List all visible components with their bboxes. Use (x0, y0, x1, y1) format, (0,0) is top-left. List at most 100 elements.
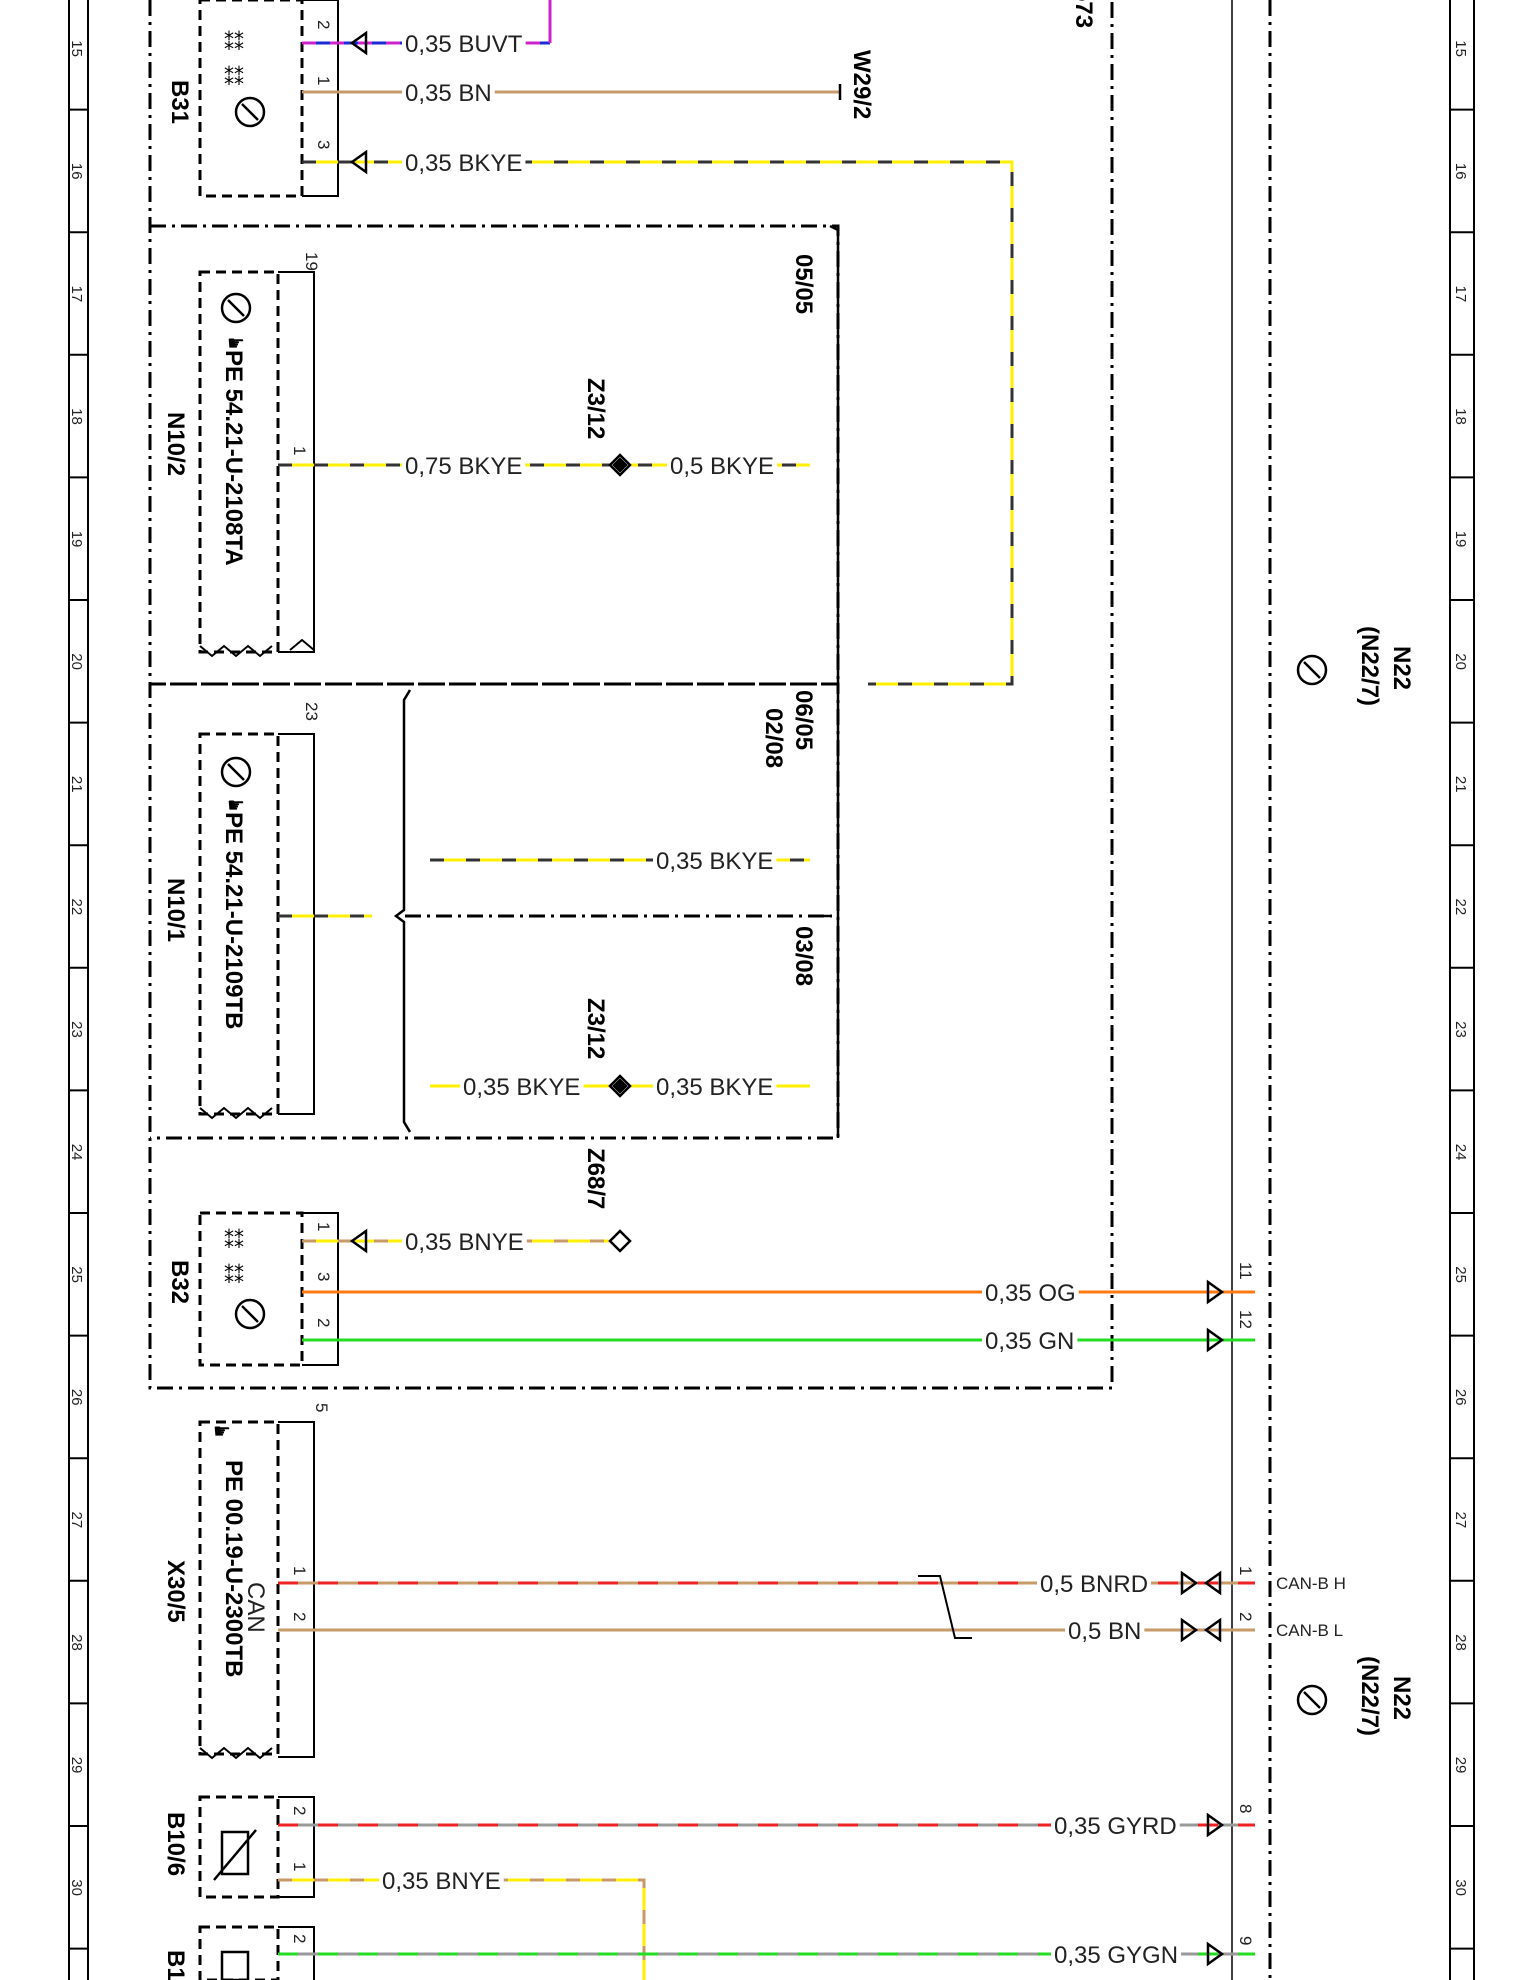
column-number: 18 (1452, 408, 1469, 425)
wire-label: 0,35 BNYE (382, 1868, 501, 1895)
column-number: 20 (1452, 653, 1469, 670)
wire-label: 0,5 BNRD (1040, 1571, 1148, 1598)
column-number: 25 (1452, 1266, 1469, 1283)
ref-02-08: 02/08 (760, 708, 787, 768)
column-number: 30 (68, 1879, 85, 1896)
column-number: 19 (68, 531, 85, 548)
label-can: CAN (242, 1582, 269, 1633)
wire-label: 0,35 GYGN (1054, 1942, 1178, 1969)
wire-label: 0,35 BKYE (463, 1074, 580, 1101)
enclosures (148, 0, 1272, 1980)
pin-labels: 2 1 3 1 1 3 2 1 2 2 1 2 11 12 1 2 8 9 (290, 20, 1255, 1945)
splice-points (608, 84, 842, 1253)
wires (278, 0, 1255, 1980)
label-background (1037, 1571, 1152, 1598)
wire-label: 0,5 BKYE (670, 453, 774, 480)
transistor-icon (1296, 1684, 1328, 1716)
wire-label: 0,35 BUVT (405, 31, 523, 58)
column-number: 24 (1452, 1144, 1469, 1161)
hand-pointer-icon: ☛ (213, 1421, 231, 1443)
wire-bkye (302, 160, 1014, 686)
column-number: 18 (68, 408, 85, 425)
label-background (379, 1868, 504, 1895)
svg-text:3: 3 (314, 1272, 333, 1281)
svg-text:1: 1 (314, 76, 333, 85)
label-background (1065, 1618, 1145, 1645)
ref-03-08: 03/08 (790, 926, 817, 986)
left-rail (68, 0, 89, 1980)
column-number: 29 (68, 1757, 85, 1774)
svg-text:2: 2 (290, 1806, 309, 1815)
label-background (402, 31, 526, 58)
label-n22-upper-sub: (N22/7) (1356, 626, 1383, 706)
can-labels: CAN-B H CAN-B L (1273, 1574, 1349, 1640)
wire-label: 0,35 GYRD (1054, 1813, 1177, 1840)
thermistor-icon (213, 1829, 257, 1881)
label-background (982, 1280, 1079, 1307)
svg-text:⁑⁑: ⁑⁑ (224, 1230, 244, 1253)
can-l-label: CAN-B L (1276, 1621, 1343, 1640)
svg-text:⁑⁑: ⁑⁑ (224, 32, 244, 55)
column-number: 22 (1452, 899, 1469, 916)
column-number: 23 (1452, 1021, 1469, 1038)
column-number: 17 (1452, 286, 1469, 303)
column-number: 22 (68, 899, 85, 916)
svg-text:1: 1 (290, 1862, 309, 1871)
label-background (653, 848, 777, 875)
column-number: 20 (68, 653, 85, 670)
column-number: 27 (1452, 1512, 1469, 1529)
column-number: 25 (68, 1266, 85, 1283)
label-background (667, 453, 778, 480)
column-number: 19 (1452, 531, 1469, 548)
column-number: 23 (68, 1021, 85, 1038)
column-number: 15 (1452, 40, 1469, 57)
wire-label: 0,35 OG (985, 1280, 1076, 1307)
thermistor-icon (220, 1950, 250, 1980)
conn-19: 19 (302, 252, 321, 271)
svg-text:12: 12 (1236, 1310, 1255, 1329)
component-labels: B31 N10/2 PE 54.21-U-2108TA N10/1 PE 54.… (162, 80, 1415, 1980)
right-rail (1449, 0, 1475, 1980)
svg-text:2: 2 (314, 1318, 333, 1327)
ref-573: 573 (1070, 0, 1097, 28)
label-b32: B32 (166, 1260, 193, 1304)
ref-z3-12-b: Z3/12 (582, 998, 609, 1059)
svg-text:9: 9 (1236, 1936, 1255, 1945)
wire-label: 0,35 GN (985, 1328, 1074, 1355)
label-background (653, 1074, 777, 1101)
column-number: 21 (1452, 776, 1469, 793)
label-b31: B31 (166, 80, 193, 124)
label-background (1051, 1813, 1180, 1840)
arrows (349, 30, 1225, 1967)
svg-text:1: 1 (290, 1566, 309, 1575)
label-background (1273, 1574, 1349, 1593)
hand-pointer-icon: ☛ (227, 333, 245, 355)
svg-text:1: 1 (314, 1222, 333, 1231)
label-background (402, 150, 526, 177)
column-number: 26 (68, 1389, 85, 1406)
column-number: 16 (68, 163, 85, 180)
wire-label: 0,75 BKYE (405, 453, 522, 480)
label-n22-upper: N22 (1388, 646, 1415, 690)
label-background (1051, 1942, 1182, 1969)
ref-w29-2: W29/2 (848, 50, 875, 119)
svg-text:2: 2 (290, 1934, 309, 1943)
ref-05-05: 05/05 (790, 254, 817, 314)
label-background (982, 1328, 1078, 1355)
reference-labels: W29/2 Z3/12 Z3/12 Z68/7 573 05/05 06/05 … (582, 0, 1097, 1209)
component-boxes (198, 0, 304, 1980)
transistor-icon (220, 292, 252, 324)
column-number: 24 (68, 1144, 85, 1161)
wire-label: 0,5 BN (1068, 1618, 1141, 1645)
svg-text:1: 1 (290, 446, 309, 455)
label-n22-lower-sub: (N22/7) (1356, 1656, 1383, 1736)
column-number: 26 (1452, 1389, 1469, 1406)
label-background (402, 80, 495, 107)
column-number: 30 (1452, 1879, 1469, 1896)
wire-label: 0,35 BN (405, 80, 492, 107)
label-background (402, 1229, 527, 1256)
label-background (460, 1074, 584, 1101)
transistor-icon (220, 756, 252, 788)
label-n10-2-pe: PE 54.21-U-2108TA (220, 350, 247, 566)
